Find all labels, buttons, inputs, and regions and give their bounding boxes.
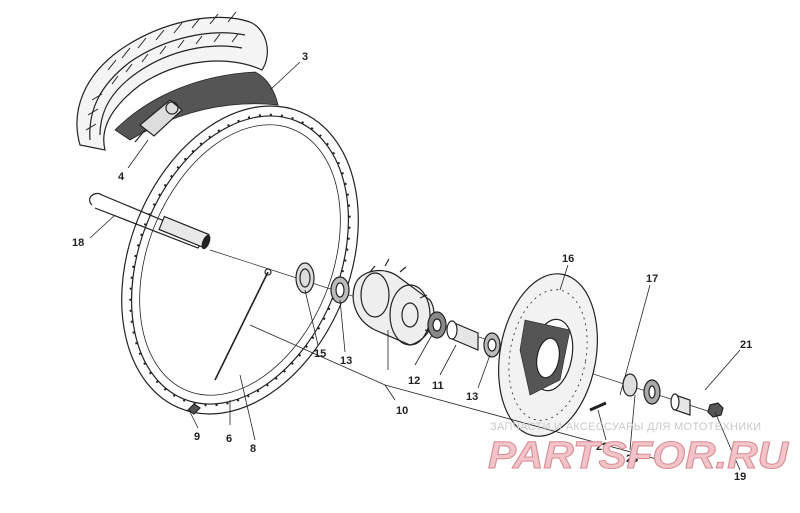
callout-17: 17 (646, 273, 658, 285)
callout-6: 6 (226, 433, 232, 445)
callout-22: 22 (596, 441, 608, 453)
bearing-13-left (330, 276, 350, 304)
seal-15 (295, 262, 315, 294)
axle-nut (707, 402, 724, 418)
callout-21: 21 (740, 339, 752, 351)
callout-13-right: 13 (466, 391, 478, 403)
bearing-13-right (483, 332, 501, 358)
callout-12: 12 (408, 375, 420, 387)
callout-labels: 3 4 18 16 17 21 15 13 12 11 13 10 9 6 8 … (72, 51, 752, 483)
callout-16: 16 (562, 253, 574, 265)
spacer-11 (446, 320, 479, 351)
callout-18: 18 (72, 237, 84, 249)
callout-3: 3 (302, 51, 308, 63)
watermark-subtitle: ЗАПЧАСТИ И АКСЕССУАРЫ ДЛЯ МОТОТЕХНИКИ (490, 421, 761, 433)
callout-13-left: 13 (340, 355, 352, 367)
watermark: ЗАПЧАСТИ И АКСЕССУАРЫ ДЛЯ МОТОТЕХНИКИ PA… (488, 421, 791, 478)
rim-screw (187, 403, 201, 415)
hub (352, 258, 435, 346)
axle (89, 192, 211, 250)
callout-10: 10 (396, 405, 408, 417)
valve-assembly (134, 99, 183, 143)
callout-8: 8 (250, 443, 256, 455)
callout-4: 4 (118, 171, 125, 183)
callout-15: 15 (314, 348, 326, 360)
callout-23: 23 (626, 453, 638, 465)
spoke (214, 271, 269, 381)
callout-11: 11 (432, 380, 444, 392)
callout-9: 9 (194, 431, 200, 443)
bearing-12 (427, 311, 447, 339)
callout-19: 19 (734, 471, 746, 483)
leader-lines (89, 61, 741, 471)
tyre (76, 11, 268, 151)
disc-bolt (589, 401, 607, 412)
seal-23 (622, 373, 661, 405)
spacer-21 (670, 393, 691, 416)
brake-disc (498, 273, 598, 437)
watermark-brand: PARTSFOR.RU (488, 435, 790, 477)
